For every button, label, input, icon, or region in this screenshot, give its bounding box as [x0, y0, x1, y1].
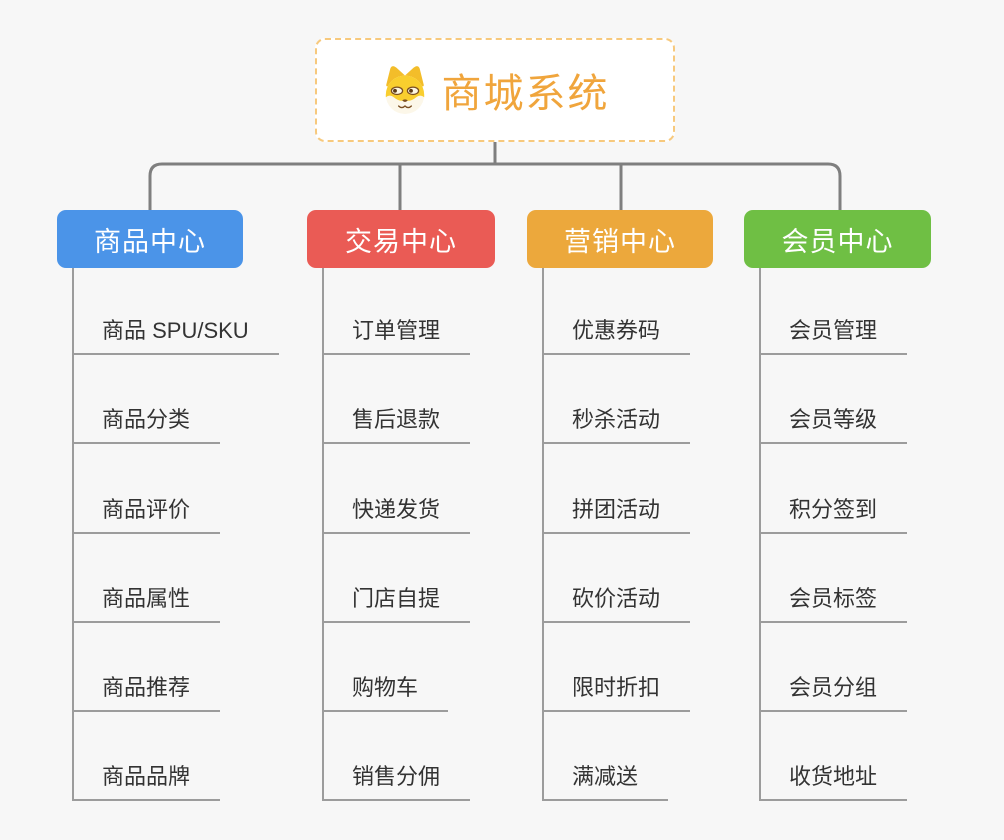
- leaf-node[interactable]: 购物车: [322, 673, 449, 712]
- root-title: 商城系统: [441, 72, 610, 116]
- leaf-node[interactable]: 销售分佣: [322, 762, 471, 801]
- leaf-node[interactable]: 会员分组: [759, 673, 908, 712]
- leaf-node[interactable]: 砍价活动: [542, 584, 691, 623]
- leaf-node[interactable]: 拼团活动: [542, 495, 691, 534]
- leaf-node[interactable]: 售后退款: [322, 405, 471, 444]
- leaf-node[interactable]: 会员标签: [759, 584, 908, 623]
- leaf-node[interactable]: 收货地址: [759, 762, 908, 801]
- leaf-node[interactable]: 会员等级: [759, 405, 908, 444]
- leaf-node[interactable]: 优惠券码: [542, 316, 691, 355]
- branch-line: [72, 268, 74, 801]
- leaf-node[interactable]: 门店自提: [322, 584, 471, 623]
- leaf-node[interactable]: 秒杀活动: [542, 405, 691, 444]
- leaf-node[interactable]: 积分签到: [759, 495, 908, 534]
- leaf-node[interactable]: 限时折扣: [542, 673, 691, 712]
- leaf-node[interactable]: 商品分类: [72, 405, 221, 444]
- leaf-node[interactable]: 商品 SPU/SKU: [72, 316, 279, 355]
- dog-face-icon: [385, 66, 424, 114]
- root-node[interactable]: 商城系统: [315, 38, 675, 142]
- branch-line: [322, 268, 324, 801]
- leaf-node[interactable]: 会员管理: [759, 316, 908, 355]
- leaf-node[interactable]: 订单管理: [322, 316, 471, 355]
- leaf-node[interactable]: 商品评价: [72, 495, 221, 534]
- leaf-node[interactable]: 满减送: [542, 762, 669, 801]
- branch-header-products[interactable]: 商品中心: [57, 210, 243, 268]
- branch-header-marketing[interactable]: 营销中心: [527, 210, 713, 268]
- leaf-node[interactable]: 商品推荐: [72, 673, 221, 712]
- branch-header-trade[interactable]: 交易中心: [307, 210, 495, 268]
- leaf-node[interactable]: 商品品牌: [72, 762, 221, 801]
- leaf-node[interactable]: 商品属性: [72, 584, 221, 623]
- leaf-node[interactable]: 快递发货: [322, 495, 471, 534]
- branch-line: [542, 268, 544, 801]
- branch-line: [759, 268, 761, 801]
- branch-header-members[interactable]: 会员中心: [744, 210, 931, 268]
